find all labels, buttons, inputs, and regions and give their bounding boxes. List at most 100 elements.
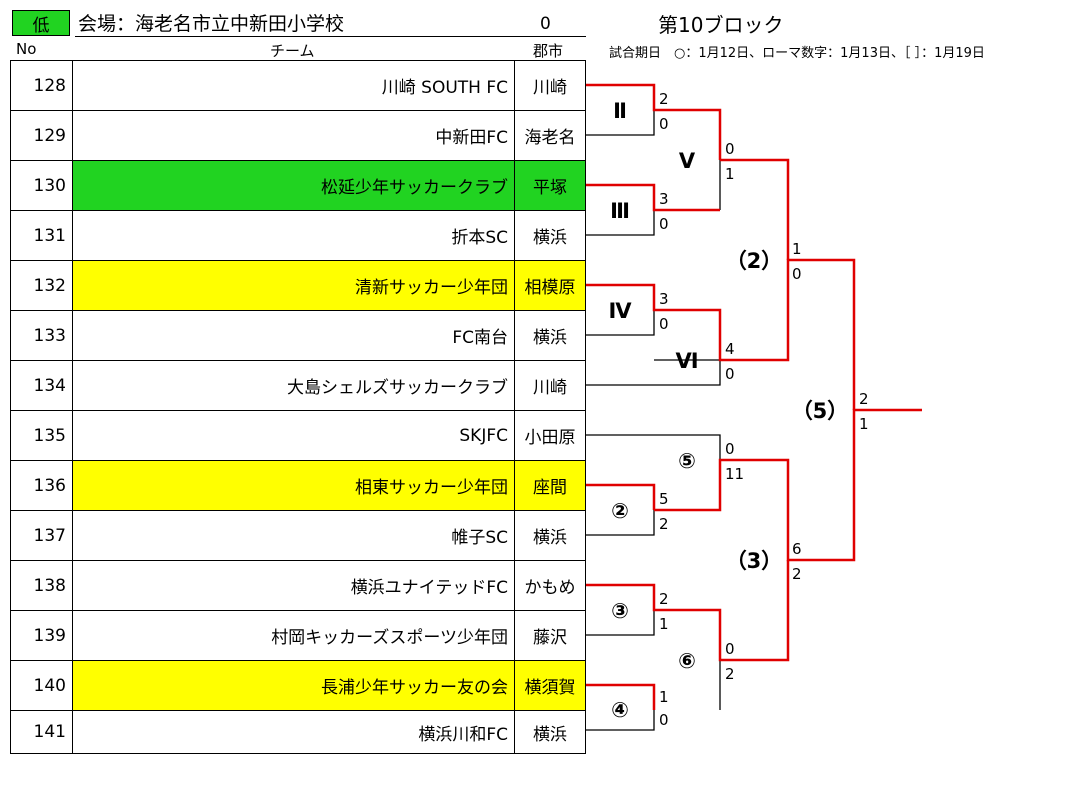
team-no: 132 bbox=[10, 261, 73, 310]
team-no: 135 bbox=[10, 411, 73, 460]
score: 0 bbox=[725, 365, 735, 383]
team-no: 131 bbox=[10, 211, 73, 260]
score: 2 bbox=[659, 515, 669, 533]
winner-line bbox=[586, 683, 656, 710]
team-name: 横浜川和FC bbox=[73, 711, 515, 753]
team-no: 136 bbox=[10, 461, 73, 510]
score: 2 bbox=[659, 90, 669, 108]
match-label: （5） bbox=[792, 399, 849, 423]
score: 0 bbox=[659, 115, 669, 133]
team-name: 村岡キッカーズスポーツ少年団 bbox=[73, 611, 515, 660]
score: 0 bbox=[659, 711, 669, 729]
team-no: 129 bbox=[10, 111, 73, 160]
team-name: SKJFC bbox=[73, 411, 515, 460]
scores: 2 0 3 0 3 0 5 2 2 1 1 0 0 1 4 0 0 11 0 2… bbox=[659, 90, 869, 729]
score: 2 bbox=[792, 565, 802, 583]
loser-line bbox=[586, 210, 655, 236]
match-label: Ⅴ bbox=[679, 149, 696, 173]
score: 2 bbox=[859, 390, 869, 408]
match-label: Ⅲ bbox=[610, 199, 630, 223]
score: 1 bbox=[659, 615, 669, 633]
winner-line bbox=[586, 83, 722, 160]
match-label: ③ bbox=[611, 599, 629, 623]
team-city: 横浜 bbox=[515, 711, 586, 753]
winner-line bbox=[586, 183, 720, 212]
team-no: 139 bbox=[10, 611, 73, 660]
score: 0 bbox=[725, 440, 735, 458]
match-label: （2） bbox=[726, 249, 783, 273]
score: 3 bbox=[659, 290, 669, 308]
score: 1 bbox=[792, 240, 802, 258]
score: 0 bbox=[725, 140, 735, 158]
date-legend: 試合期日 ○：1月12日、ローマ数字：1月13日、［ ］：1月19日 bbox=[609, 46, 985, 61]
team-name: 横浜ユナイテッドFC bbox=[73, 561, 515, 610]
team-name: 大島シェルズサッカークラブ bbox=[73, 361, 515, 410]
score: 1 bbox=[725, 165, 735, 183]
col-header-city: 郡市 bbox=[533, 42, 564, 60]
match-label: Ⅱ bbox=[613, 99, 627, 123]
team-city: 海老名 bbox=[515, 111, 586, 160]
team-name: 中新田FC bbox=[73, 111, 515, 160]
score: 5 bbox=[659, 490, 669, 508]
team-name: 松延少年サッカークラブ bbox=[73, 161, 515, 210]
match-labels: Ⅱ Ⅲ Ⅳ ② ③ ④ Ⅴ Ⅵ ⑤ ⑥ （2） （3） （5） bbox=[608, 99, 848, 722]
team-no: 141 bbox=[10, 711, 73, 753]
team-no: 137 bbox=[10, 511, 73, 560]
match-label: Ⅳ bbox=[608, 299, 631, 323]
team-city: 横浜 bbox=[515, 511, 586, 560]
match-label: ⑥ bbox=[678, 649, 696, 673]
winner-line bbox=[720, 158, 790, 260]
venue-title: 会場：海老名市立中新田小学校 bbox=[78, 13, 345, 35]
winner-line bbox=[586, 483, 656, 510]
winner-line bbox=[586, 258, 856, 410]
score: 0 bbox=[725, 640, 735, 658]
score: 3 bbox=[659, 190, 669, 208]
team-city: 相模原 bbox=[515, 261, 586, 310]
loser-line bbox=[586, 359, 721, 386]
team-city: 平塚 bbox=[515, 161, 586, 210]
team-city: 横浜 bbox=[515, 211, 586, 260]
team-name: FC南台 bbox=[73, 311, 515, 360]
team-name: 帷子SC bbox=[73, 511, 515, 560]
team-name: 折本SC bbox=[73, 211, 515, 260]
score: 0 bbox=[659, 215, 669, 233]
team-no: 140 bbox=[10, 661, 73, 710]
score: 1 bbox=[859, 415, 869, 433]
team-name: 清新サッカー少年団 bbox=[73, 261, 515, 310]
team-city: かもめ bbox=[515, 561, 586, 610]
score: 2 bbox=[725, 665, 735, 683]
team-no: 138 bbox=[10, 561, 73, 610]
team-city: 川崎 bbox=[515, 61, 586, 110]
team-city: 横須賀 bbox=[515, 661, 586, 710]
score: 11 bbox=[725, 465, 744, 483]
col-header-team: チーム bbox=[270, 42, 315, 60]
loser-line bbox=[586, 310, 655, 336]
title-underline bbox=[75, 36, 586, 37]
team-no: 133 bbox=[10, 311, 73, 360]
team-name: 川崎 SOUTH FC bbox=[73, 61, 515, 110]
match-label: ② bbox=[611, 499, 629, 523]
score: 6 bbox=[792, 540, 802, 558]
score: 0 bbox=[659, 315, 669, 333]
loser-line bbox=[586, 110, 655, 136]
count-value: 0 bbox=[540, 14, 551, 34]
match-label: （3） bbox=[726, 549, 783, 573]
team-city: 川崎 bbox=[515, 361, 586, 410]
loser-line bbox=[586, 710, 655, 731]
block-title: 第10ブロック bbox=[658, 13, 784, 37]
team-no: 134 bbox=[10, 361, 73, 410]
winner-lines bbox=[586, 83, 922, 710]
winner-line bbox=[654, 408, 922, 562]
score: 1 bbox=[659, 688, 669, 706]
